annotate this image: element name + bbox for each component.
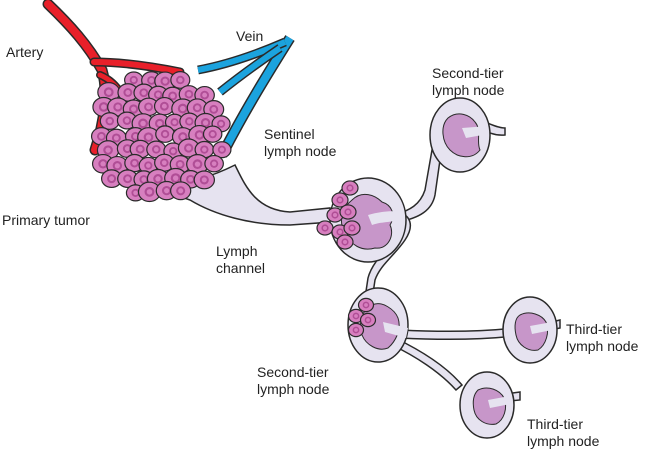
tumor-cell	[100, 169, 123, 189]
tumor-cell	[359, 312, 377, 328]
tumor-cell	[177, 138, 200, 158]
tumor-cell	[155, 125, 175, 143]
tumor-cell	[99, 112, 120, 130]
tumor-cell	[357, 297, 375, 313]
tumor-cell	[164, 113, 185, 131]
tumor-cell	[212, 141, 232, 159]
tumor-cell	[193, 170, 216, 190]
tumor-cell	[153, 96, 175, 116]
label-sentinel-lymph-node: Sentinel lymph node	[264, 126, 337, 159]
tumor-cell	[331, 192, 349, 208]
tumor-cell	[124, 153, 145, 173]
third-tier-node-right	[502, 296, 558, 364]
tumor-cell	[341, 180, 359, 196]
sentinel-node-tumor-cells	[316, 180, 361, 250]
tumor-cell	[202, 125, 223, 143]
tumor-cell	[186, 154, 209, 175]
label-second-tier-bottom: Second-tier lymph node	[257, 364, 330, 397]
tumor-cell	[347, 322, 365, 338]
tumor-cell	[170, 181, 192, 201]
vein	[197, 35, 295, 158]
tumor-cell	[347, 308, 365, 324]
tumor-cell	[316, 220, 334, 236]
second-tier-node-tumor-cells	[347, 297, 377, 338]
tumor-cell	[129, 139, 151, 159]
second-tier-node-top	[429, 97, 491, 173]
label-artery: Artery	[6, 44, 44, 60]
label-second-tier-top: Second-tier lymph node	[432, 65, 505, 98]
label-primary-tumor: Primary tumor	[2, 212, 90, 228]
tumor-cell	[343, 220, 361, 236]
tumor-cell	[339, 204, 357, 220]
label-third-tier-bottom: Third-tier lymph node	[527, 416, 600, 449]
third-tier-node-bottom	[459, 371, 515, 439]
tumor-cell	[138, 156, 159, 175]
label-lymph-channel: Lymph channel	[216, 243, 266, 276]
label-vein: Vein	[236, 28, 264, 44]
tumor-cell	[204, 154, 224, 173]
tumor-cell	[336, 234, 354, 250]
tumor-cell	[170, 71, 191, 89]
label-third-tier-right: Third-tier lymph node	[566, 321, 639, 354]
primary-tumor	[90, 71, 232, 203]
